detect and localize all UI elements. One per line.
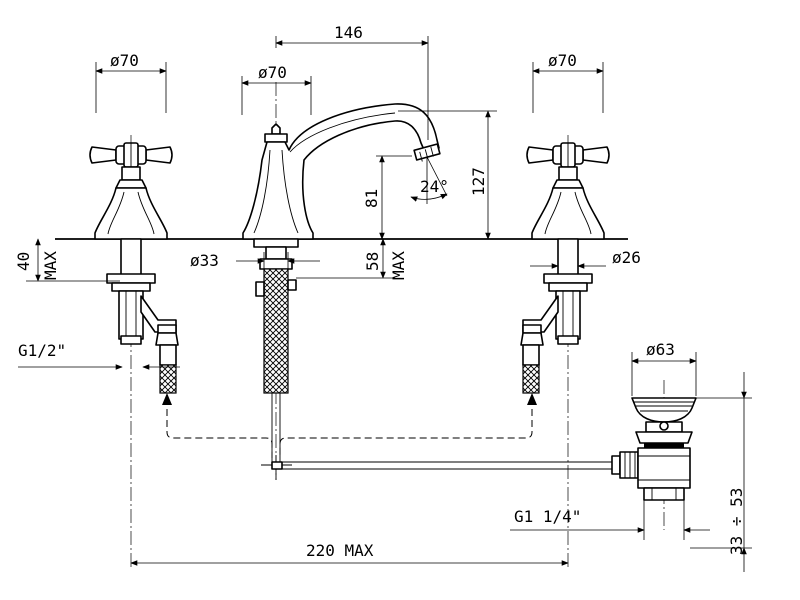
- label-spout-shank-dia: ø33: [190, 251, 219, 270]
- hidden-line-left: [166, 398, 273, 458]
- dim-spout-shank-dia: ø33: [190, 251, 320, 270]
- label-deck-thickness-2: MAX: [41, 251, 60, 280]
- dim-valve-shank-dia: ø26: [530, 248, 641, 269]
- dim-spout-reach: 146: [275, 23, 429, 140]
- dim-outlet-height: 81: [362, 155, 412, 240]
- label-spout-angle: 24°: [420, 177, 449, 196]
- label-deck-thickness-1: 40: [14, 252, 33, 271]
- label-valve-shank-dia: ø26: [612, 248, 641, 267]
- dim-spout-angle: 24°: [410, 156, 449, 204]
- pop-up-waste-icon: [631, 397, 697, 501]
- label-spout-height: 127: [469, 167, 488, 196]
- dim-waste-dia: ø63: [631, 340, 697, 396]
- left-valve: [89, 142, 179, 394]
- label-spout-dia: ø70: [258, 63, 287, 82]
- label-waste-dia: ø63: [646, 340, 675, 359]
- cross-handle-icon: [89, 142, 173, 168]
- label-handle-right-dia: ø70: [548, 51, 577, 70]
- pop-up-rod: [261, 451, 639, 480]
- label-spout-shank-length-1: 58: [363, 252, 382, 271]
- label-center-spacing: 220 MAX: [306, 541, 374, 560]
- cross-handle-icon: [526, 142, 610, 168]
- right-hose-hatch: [522, 364, 540, 394]
- label-waste-height: 33 ÷ 53: [727, 488, 746, 555]
- dim-waste-thread: G1 1/4": [510, 500, 710, 540]
- hidden-line-right: [279, 398, 533, 458]
- dim-spout-shank-length: 58 MAX: [296, 238, 408, 280]
- label-spout-shank-length-2: MAX: [389, 251, 408, 280]
- left-hose-hatch: [159, 364, 177, 394]
- right-valve: [520, 142, 610, 394]
- dim-deck-thickness: 40 MAX: [14, 238, 120, 282]
- spout-icon: [242, 103, 441, 240]
- dim-handle-right: ø70: [532, 51, 604, 113]
- spout-hose-hatch: [263, 268, 289, 394]
- label-inlet-thread: G1/2": [18, 341, 66, 360]
- dim-center-spacing: 220 MAX: [130, 541, 569, 566]
- dim-handle-left: ø70: [95, 51, 167, 113]
- spout-shank: [253, 238, 299, 465]
- dim-spout-height: 127: [398, 110, 497, 240]
- dim-inlet-thread: G1/2": [18, 341, 180, 370]
- label-outlet-height: 81: [362, 189, 381, 208]
- label-handle-left-dia: ø70: [110, 51, 139, 70]
- label-waste-thread: G1 1/4": [514, 507, 581, 526]
- dim-waste-height: 33 ÷ 53: [690, 372, 752, 572]
- dim-spout-dia: ø70: [241, 63, 312, 115]
- label-spout-reach: 146: [334, 23, 363, 42]
